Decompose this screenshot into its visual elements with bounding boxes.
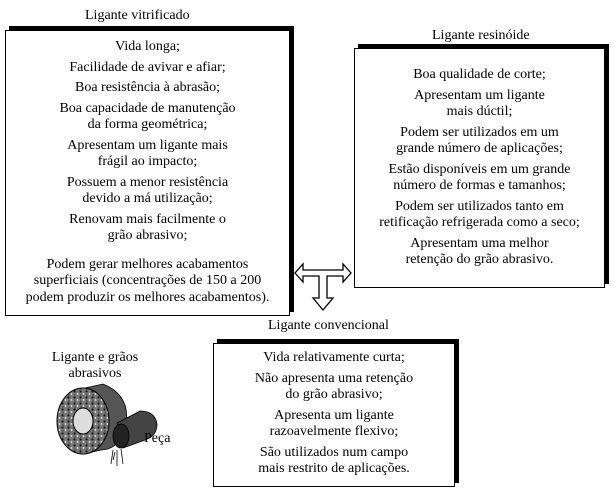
- resinoide-item-line: número de formas e tamanhos;: [393, 178, 566, 193]
- convencional-item-line: São utilizados num campo: [259, 444, 409, 460]
- item-gap: [6, 245, 289, 257]
- resinoide-item-line: retificação refrigerada como a seco;: [379, 215, 580, 230]
- vitrificado-item-line: frágil ao impacto;: [97, 154, 198, 169]
- vitrificado-item-line: Facilidade de avivar e afiar;: [69, 59, 226, 75]
- vitrificado-item-line: superficiais (concentrações de 150 a 200: [33, 273, 262, 288]
- resinoide-title: Ligante resinóide: [432, 28, 530, 43]
- resinoide-item-line: retenção do grão abrasivo.: [405, 252, 554, 267]
- resinoide-item: Boa qualidade de corte;: [355, 67, 604, 84]
- grinding-wheel-illustration: [56, 383, 158, 466]
- vitrificado-item-line: Apresentam um ligante mais: [67, 137, 228, 153]
- resinoide-item-line: mais dúctil;: [446, 104, 513, 119]
- resinoide-item-line: Podem ser utilizados em um: [400, 124, 559, 140]
- vitrificado-item-line: Vida longa;: [115, 39, 180, 54]
- vitrificado-item-line: Possuem a menor resistência: [66, 174, 229, 190]
- vitrificado-item-line: podem produzir os melhores acabamentos).: [25, 289, 270, 305]
- workpiece-label: Peça: [144, 431, 171, 446]
- convencional-panel: Vida relativamente curta; Não apresenta u…: [213, 343, 455, 487]
- resinoide-item-line: Apresentam um ligante: [414, 87, 545, 103]
- vitrificado-item-line: grão abrasivo;: [107, 228, 188, 243]
- resinoide-item-line: Apresentam uma melhor: [410, 235, 549, 251]
- vitrificado-item-line: da forma geométrica;: [87, 117, 208, 132]
- vitrificado-item-line: Boa capacidade de manutenção: [59, 100, 236, 116]
- vitrificado-item-line: Boa resistência à abrasão;: [75, 80, 220, 95]
- vitrificado-item: Vida longa;: [6, 39, 289, 56]
- convencional-item-line: do grão abrasivo;: [285, 387, 383, 402]
- convencional-item-line: mais restrito de aplicações.: [258, 461, 410, 476]
- vitrificado-item: Facilidade de avivar e afiar;: [6, 60, 289, 77]
- vitrificado-panel: Vida longa; Facilidade de avivar e afiar;…: [5, 30, 290, 316]
- convencional-item-line: razoavelmente flexivo;: [269, 424, 399, 439]
- resinoide-list: Boa qualidade de corte; Apresentam um lig…: [355, 49, 604, 269]
- convencional-title: Ligante convencional: [268, 318, 389, 333]
- connector-arrows-icon: [294, 262, 352, 312]
- illustration-caption: Ligante e grãos abrasivos: [51, 350, 139, 381]
- convencional-item: Vida relativamente curta;: [214, 350, 454, 367]
- vitrificado-list: Vida longa; Facilidade de avivar e afiar;…: [6, 31, 289, 306]
- vitrificado-item-line: Podem gerar melhores acabamentos: [46, 256, 249, 272]
- vitrificado-item: Boa resistência à abrasão;: [6, 80, 289, 97]
- convencional-item-line: Não apresenta uma retenção: [254, 370, 414, 386]
- convencional-list: Vida relativamente curta; Não apresenta u…: [214, 344, 454, 478]
- convencional-item-line: Vida relativamente curta;: [263, 350, 405, 365]
- resinoide-item-line: Boa qualidade de corte;: [413, 67, 546, 82]
- convencional-item-line: Apresenta um ligante: [274, 407, 394, 423]
- resinoide-item-line: Estão disponíveis em um grande: [388, 161, 571, 177]
- resinoide-item-line: grande número de aplicações;: [396, 141, 563, 156]
- vitrificado-item-line: Renovam mais facilmente o: [69, 211, 226, 227]
- resinoide-panel: Boa qualidade de corte; Apresentam um lig…: [354, 48, 605, 288]
- vitrificado-title: Ligante vitrificado: [85, 8, 190, 23]
- resinoide-item-line: Podem ser utilizados tanto em: [395, 198, 564, 214]
- vitrificado-item-line: devido a má utilização;: [82, 191, 213, 206]
